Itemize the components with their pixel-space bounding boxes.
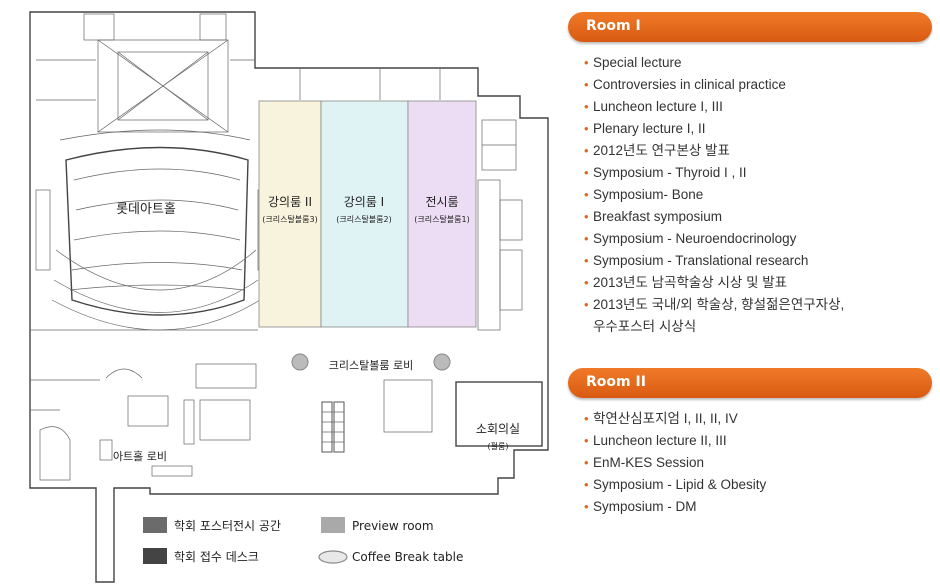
- small-conference-room-sub: (펄룸): [488, 441, 509, 451]
- lecture-room-1-sub: (크리스탈볼룸2): [336, 214, 392, 224]
- exhibition-room: [407, 100, 477, 328]
- room-ii-panel: Room II •학연산심포지엄 I, II, II, IV •Luncheon…: [568, 368, 932, 514]
- small-conference-room-title: 소회의실: [476, 422, 520, 436]
- service-area-right: [299, 68, 523, 331]
- room-ii-list: •학연산심포지엄 I, II, II, IV •Luncheon lecture…: [584, 408, 766, 518]
- list-item: •Special lecture: [584, 55, 682, 70]
- list-item: •Symposium- Bone: [584, 187, 704, 202]
- elevator-banks: [99, 363, 433, 477]
- list-item: •Symposium - Neuroendocrinology: [584, 231, 797, 246]
- legend-poster-swatch: [143, 517, 167, 533]
- lotte-art-hall: [30, 13, 273, 331]
- lecture-room-2-title: 강의룸 II: [268, 195, 312, 209]
- room-i-panel: Room I •Special lecture •Controversies i…: [568, 12, 932, 334]
- list-item-continuation: 우수포스터 시상식: [593, 319, 697, 334]
- room-i-list: •Special lecture •Controversies in clini…: [584, 52, 844, 338]
- floor-plan-map: 롯데아트홀 강의룸 II (크리스탈볼룸3) 강의룸 I (크리스탈볼룸2) 전…: [29, 11, 549, 583]
- crystal-lobby-label: 크리스탈볼룸 로비: [329, 359, 413, 372]
- list-item: •EnM-KES Session: [584, 455, 705, 470]
- list-item: •Luncheon lecture II, III: [584, 433, 727, 448]
- escalator: [321, 401, 345, 453]
- list-item: •Plenary lecture I, II: [584, 121, 706, 136]
- list-item: •Symposium - Lipid & Obesity: [584, 477, 767, 492]
- art-hall-lobby-label: 아트홀 로비: [113, 450, 167, 463]
- list-item: •Symposium - Thyroid I , II: [584, 165, 747, 180]
- list-item: •2013년도 남곡학술상 시상 및 발표: [584, 275, 788, 290]
- room-i-title: Room I: [586, 18, 641, 34]
- list-item: •학연산심포지엄 I, II, II, IV: [584, 411, 738, 426]
- room-ii-header: Room II: [568, 368, 932, 398]
- legend-coffee-label: Coffee Break table: [352, 550, 463, 564]
- room-ii-title: Room II: [586, 374, 646, 390]
- legend-preview-swatch: [321, 517, 345, 533]
- legend-desk-swatch: [143, 548, 167, 564]
- room-i-header: Room I: [568, 12, 932, 42]
- exhibition-room-title: 전시룸: [425, 195, 458, 209]
- coffee-table-1: [291, 353, 309, 371]
- exhibition-room-sub: (크리스탈볼룸1): [414, 214, 470, 224]
- coffee-table-2: [433, 353, 451, 371]
- lecture-room-2: [258, 100, 322, 328]
- lecture-room-1-title: 강의룸 I: [344, 195, 384, 209]
- small-conference-room: [455, 381, 543, 447]
- building-outline: [29, 11, 549, 583]
- list-item: •2013년도 국내/외 학술상, 향설젊은연구자상,: [584, 297, 845, 312]
- legend-preview-label: Preview room: [352, 519, 434, 533]
- list-item: •Controversies in clinical practice: [584, 77, 786, 92]
- lecture-room-2-sub: (크리스탈볼룸3): [262, 214, 318, 224]
- lotte-art-hall-label: 롯데아트홀: [116, 202, 176, 217]
- legend-coffee-swatch: [318, 550, 348, 564]
- legend-poster-label: 학회 포스터전시 공간: [174, 519, 281, 533]
- list-item: •Breakfast symposium: [584, 209, 723, 224]
- list-item: •Luncheon lecture I, III: [584, 99, 723, 114]
- legend-desk-label: 학회 접수 데스크: [174, 550, 259, 564]
- lecture-room-1: [320, 100, 409, 328]
- list-item: •Symposium - DM: [584, 499, 697, 514]
- list-item: •2012년도 연구본상 발표: [584, 143, 730, 158]
- list-item: •Symposium - Translational research: [584, 253, 809, 268]
